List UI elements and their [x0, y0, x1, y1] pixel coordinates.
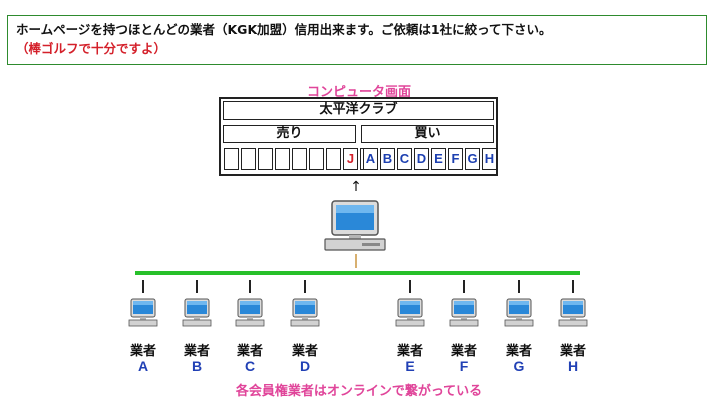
member-label-c: 業者 [236, 344, 263, 359]
member-link-h [572, 280, 574, 293]
member-computer-icon [182, 298, 212, 328]
server-link [355, 254, 357, 268]
sell-slots: J K [224, 148, 375, 170]
board-title: 太平洋クラブ [223, 101, 494, 120]
member-link-b [196, 280, 198, 293]
member-label-e: 業者 [396, 344, 423, 359]
sell-slot [326, 148, 341, 170]
member-label-d: 業者 [291, 344, 318, 359]
up-arrow-icon: ↑ [350, 179, 362, 195]
network-line [135, 271, 580, 275]
buy-slot-g: G [465, 148, 480, 170]
member-label-f: 業者 [450, 344, 477, 359]
buy-slot-h: H [482, 148, 497, 170]
member-letter-c: C [244, 358, 256, 374]
member-letter-b: B [191, 358, 203, 374]
sell-slot [241, 148, 256, 170]
member-letter-g: G [513, 358, 525, 374]
member-label-a: 業者 [129, 344, 156, 359]
sell-slot [258, 148, 273, 170]
exchange-board: 太平洋クラブ 売り 買い J K A B C D E F G H [219, 97, 498, 176]
buy-slots: A B C D E F G H [363, 148, 497, 170]
sell-slot [309, 148, 324, 170]
member-link-e [409, 280, 411, 293]
member-label-b: 業者 [183, 344, 210, 359]
member-link-a [142, 280, 144, 293]
server-computer-icon [322, 200, 388, 252]
sell-header: 売り [223, 125, 356, 143]
member-letter-f: F [459, 358, 469, 374]
member-letter-d: D [299, 358, 311, 374]
buy-header: 買い [361, 125, 494, 143]
sell-slot [275, 148, 290, 170]
member-computer-icon [235, 298, 265, 328]
notice-line-2: （棒ゴルフで十分ですよ） [16, 41, 167, 56]
member-link-d [304, 280, 306, 293]
sell-slot [224, 148, 239, 170]
member-letter-h: H [567, 358, 579, 374]
member-computer-icon [558, 298, 588, 328]
buy-slot-d: D [414, 148, 429, 170]
buy-slot-a: A [363, 148, 378, 170]
member-computer-icon [395, 298, 425, 328]
member-computer-icon [128, 298, 158, 328]
member-computer-icon [290, 298, 320, 328]
network-caption: 各会員権業者はオンラインで繋がっている [235, 384, 483, 399]
member-label-g: 業者 [505, 344, 532, 359]
member-link-g [518, 280, 520, 293]
member-computer-icon [504, 298, 534, 328]
notice-line-1: ホームページを持つほとんどの業者（KGK加盟）信用出来ます。ご依頼は1社に絞って… [16, 22, 552, 37]
buy-slot-b: B [380, 148, 395, 170]
buy-slot-e: E [431, 148, 446, 170]
member-computer-icon [449, 298, 479, 328]
member-letter-a: A [137, 358, 149, 374]
buy-slot-c: C [397, 148, 412, 170]
notice-box: ホームページを持つほとんどの業者（KGK加盟）信用出来ます。ご依頼は1社に絞って… [7, 15, 707, 65]
sell-slot [292, 148, 307, 170]
computer-screen-label: コンピュータ画面 [306, 85, 411, 100]
member-label-h: 業者 [559, 344, 586, 359]
buy-slot-f: F [448, 148, 463, 170]
member-letter-e: E [405, 358, 415, 374]
member-link-f [463, 280, 465, 293]
sell-slot-j: J [343, 148, 358, 170]
member-link-c [249, 280, 251, 293]
